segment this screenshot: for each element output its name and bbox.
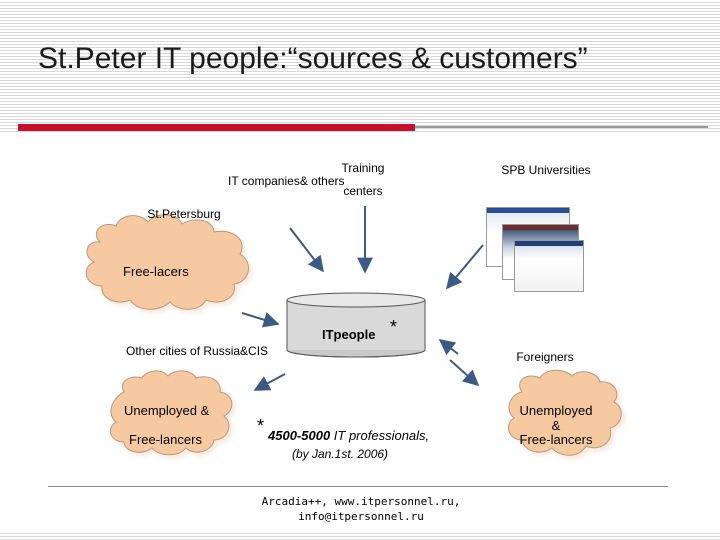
label-centers: centers — [343, 184, 383, 198]
footer-line2: info@itpersonnel.ru — [298, 510, 424, 523]
note-asterisk: * — [257, 416, 265, 436]
arrow-from-free-lancers — [241, 312, 280, 328]
label-other-cities: Other cities of Russia&CIS — [126, 344, 269, 358]
slide-title: St.Peter IT people:“sources & customers” — [38, 42, 588, 75]
university-website-screenshot — [514, 240, 584, 292]
label-unemployed-right-2: & — [551, 418, 561, 433]
cloud-unemployed-right — [507, 369, 622, 456]
label-itpeople: ITpeople — [322, 327, 376, 342]
label-foreigners: Foreigners — [516, 350, 574, 364]
bottom-divider — [48, 486, 668, 487]
arrow-to-unemployed-right — [449, 359, 480, 387]
label-unemployed-right-3: Free-lancers — [519, 432, 593, 447]
note-line1-rest: IT professionals, — [330, 428, 430, 443]
title-accent-bar — [18, 124, 415, 131]
label-unemployed-right-1: Unemployed — [519, 403, 593, 418]
arrow-to-unemployed-left — [253, 373, 286, 391]
center-asterisk: * — [390, 317, 398, 337]
arrow-to-foreigners — [438, 339, 459, 356]
cloud-unemployed-left — [109, 370, 233, 456]
label-spb-universities: SPB Universities — [501, 163, 591, 177]
arrow-from-it-companies — [289, 227, 324, 273]
itpeople-cylinder — [286, 292, 426, 358]
label-it-companies: IT companies& others — [228, 174, 345, 188]
arrow-from-universities — [445, 244, 484, 290]
cloud-free-lancers — [85, 214, 249, 310]
label-training: Training — [341, 161, 385, 175]
note-count: 4500-5000 — [268, 428, 331, 443]
footer: Arcadia++, www.itpersonnel.ru, info@itpe… — [236, 494, 486, 524]
footer-line1: Arcadia++, www.itpersonnel.ru, — [261, 495, 461, 508]
label-free-lancers: Free-lacers — [123, 264, 189, 279]
note-line2: (by Jan.1st. 2006) — [292, 447, 389, 461]
label-unemployed-left-1: Unemployed & — [124, 403, 210, 418]
note-line1: 4500-5000 IT professionals, — [268, 428, 429, 443]
label-unemployed-left-2: Free-lancers — [129, 432, 202, 447]
label-st-petersburg: St.Petersburg — [147, 207, 221, 221]
